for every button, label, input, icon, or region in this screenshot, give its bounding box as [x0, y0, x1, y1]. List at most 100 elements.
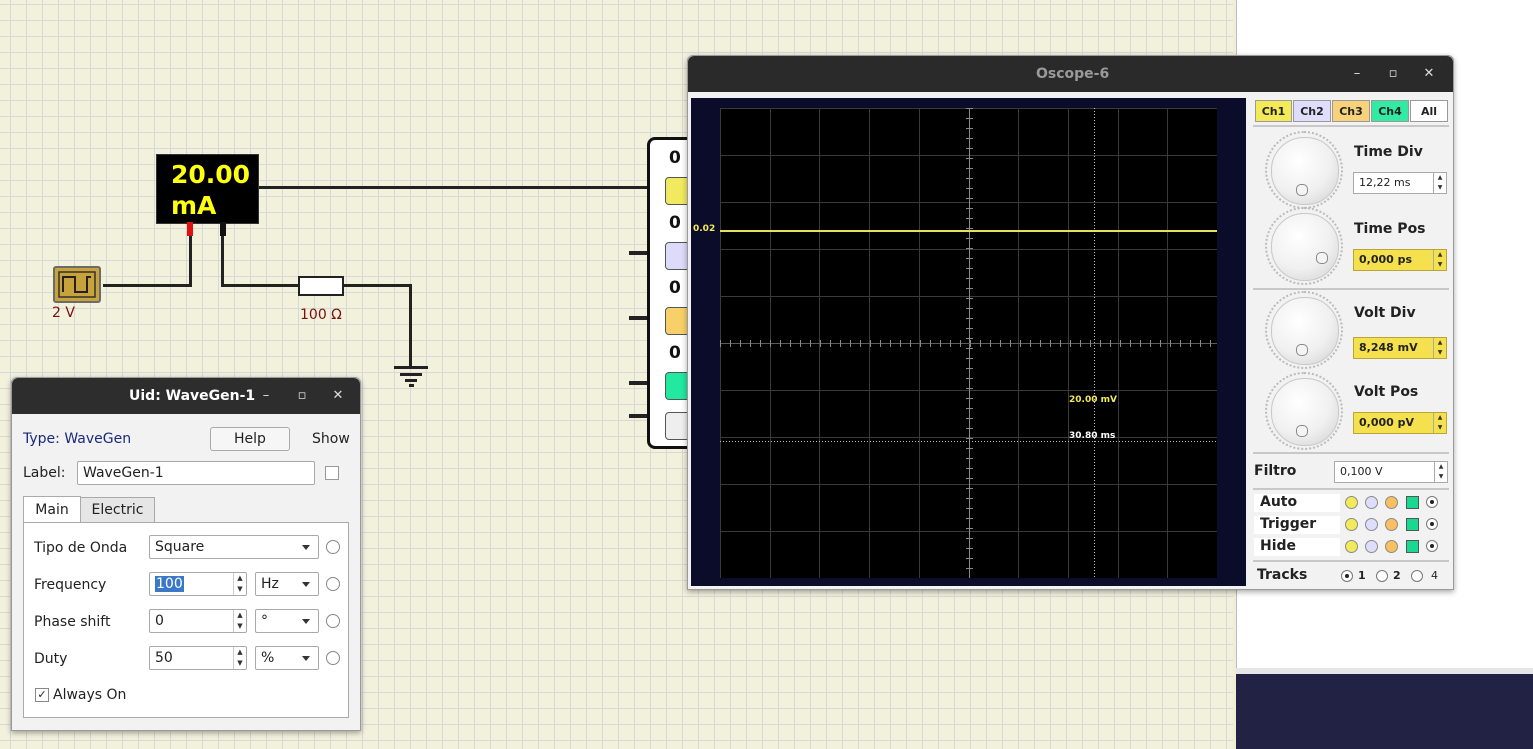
trigger-all-radio[interactable]: [1426, 518, 1438, 530]
hide-ch3-toggle[interactable]: [1385, 540, 1398, 553]
probe-pin[interactable]: [629, 381, 647, 385]
duty-unit-select[interactable]: %: [255, 646, 319, 670]
time-pos-label: Time Pos: [1354, 221, 1426, 237]
phase-shift-input[interactable]: 0 ▲▼: [149, 609, 247, 633]
scope-display[interactable]: 20.00 mV 30.80 ms: [720, 108, 1217, 578]
auto-ch4-toggle[interactable]: [1406, 496, 1419, 509]
auto-all-radio[interactable]: [1426, 496, 1438, 508]
close-icon[interactable]: ✕: [1423, 66, 1435, 81]
window-titlebar[interactable]: Oscope-6 – ▫ ✕: [688, 56, 1453, 92]
tracks-1-radio[interactable]: [1341, 570, 1353, 582]
trigger-ch3-toggle[interactable]: [1385, 518, 1398, 531]
time-div-input[interactable]: 12,22 ms▲▼: [1353, 172, 1447, 194]
ammeter-unit: mA: [171, 191, 217, 220]
volt-div-value: 8,248 mV: [1359, 341, 1418, 354]
frequency-input[interactable]: 100 ▲▼: [149, 572, 247, 596]
auto-ch2-toggle[interactable]: [1365, 496, 1378, 509]
filtro-label: Filtro: [1254, 463, 1297, 479]
tab-ch3[interactable]: Ch3: [1332, 100, 1370, 122]
wave-type-radio[interactable]: [326, 540, 340, 554]
minimize-icon[interactable]: –: [262, 388, 270, 403]
time-pos-input[interactable]: 0,000 ps ▲▼: [1353, 249, 1447, 271]
wire[interactable]: [221, 284, 299, 287]
divider: [1253, 288, 1449, 290]
show-label-checkbox[interactable]: [325, 466, 339, 480]
always-on-checkbox[interactable]: ✓: [35, 688, 49, 702]
window-title: Oscope-6: [1036, 66, 1110, 82]
tab-ch2[interactable]: Ch2: [1293, 100, 1331, 122]
tab-ch4[interactable]: Ch4: [1371, 100, 1409, 122]
label-field[interactable]: WaveGen-1: [77, 461, 315, 485]
phase-shift-radio[interactable]: [326, 614, 340, 628]
spin-arrows-icon[interactable]: ▲▼: [1433, 413, 1446, 433]
ammeter-pin-positive[interactable]: [187, 222, 193, 236]
wire[interactable]: [257, 186, 647, 189]
wire[interactable]: [221, 230, 224, 287]
cursor-time-readout: 30.80 ms: [1069, 431, 1116, 441]
wire[interactable]: [103, 284, 191, 287]
window-title: Uid: WaveGen-1: [129, 388, 256, 404]
auto-row-bg: [1254, 494, 1340, 512]
ground-icon[interactable]: [394, 366, 428, 388]
tab-all[interactable]: All: [1410, 100, 1448, 122]
volt-pos-knob[interactable]: [1271, 378, 1339, 446]
phase-shift-unit-select[interactable]: °: [255, 609, 319, 633]
trigger-ch4-toggle[interactable]: [1406, 518, 1419, 531]
ammeter-pin-negative[interactable]: [220, 222, 226, 236]
tab-ch1[interactable]: Ch1: [1255, 100, 1292, 122]
probe-pin[interactable]: [629, 251, 647, 255]
spin-arrows-icon[interactable]: ▲▼: [233, 610, 246, 632]
auto-ch1-toggle[interactable]: [1345, 496, 1358, 509]
hide-all-radio[interactable]: [1426, 540, 1438, 552]
hide-ch4-toggle[interactable]: [1406, 540, 1419, 553]
wire[interactable]: [409, 284, 412, 368]
volt-div-knob[interactable]: [1271, 297, 1339, 365]
volt-div-input[interactable]: 8,248 mV ▲▼: [1353, 337, 1447, 359]
spin-arrows-icon[interactable]: ▲▼: [233, 647, 246, 669]
window-titlebar[interactable]: Uid: WaveGen-1 – ▫ ✕: [12, 378, 360, 414]
auto-ch3-toggle[interactable]: [1385, 496, 1398, 509]
wire[interactable]: [189, 230, 192, 287]
pane-splitter[interactable]: [1236, 668, 1533, 674]
frequency-unit-select[interactable]: Hz: [255, 572, 319, 596]
auto-label: Auto: [1260, 494, 1298, 510]
time-pos-value: 0,000 ps: [1359, 253, 1413, 266]
help-button[interactable]: Help: [210, 427, 290, 451]
time-div-knob[interactable]: [1271, 137, 1339, 205]
probe-pin[interactable]: [629, 316, 647, 320]
wire[interactable]: [343, 284, 412, 287]
duty-radio[interactable]: [326, 651, 340, 665]
filtro-input[interactable]: 0,100 V▲▼: [1334, 461, 1448, 483]
tab-electric[interactable]: Electric: [81, 497, 155, 523]
probe-pin[interactable]: [629, 414, 647, 418]
volt-pos-value: 0,000 pV: [1359, 416, 1415, 429]
duty-input[interactable]: 50 ▲▼: [149, 646, 247, 670]
spin-arrows-icon[interactable]: ▲▼: [1433, 173, 1446, 193]
spin-arrows-icon[interactable]: ▲▼: [233, 573, 246, 595]
hide-ch1-toggle[interactable]: [1345, 540, 1358, 553]
wavegen-component[interactable]: [53, 266, 101, 303]
hide-ch2-toggle[interactable]: [1365, 540, 1378, 553]
spin-arrows-icon[interactable]: ▲▼: [1434, 462, 1447, 482]
resistor-component[interactable]: [298, 276, 344, 296]
volt-pos-input[interactable]: 0,000 pV ▲▼: [1353, 412, 1447, 434]
spin-arrows-icon[interactable]: ▲▼: [1433, 338, 1446, 358]
spin-arrows-icon[interactable]: ▲▼: [1433, 250, 1446, 270]
tracks-4-radio[interactable]: [1411, 570, 1423, 582]
tracks-2-radio[interactable]: [1376, 570, 1388, 582]
tab-main[interactable]: Main: [23, 496, 81, 523]
trigger-ch1-toggle[interactable]: [1345, 518, 1358, 531]
time-pos-knob[interactable]: [1271, 213, 1339, 281]
ammeter-component[interactable]: 20.00 mA: [156, 154, 259, 224]
knob-scale: [1265, 207, 1343, 285]
tracks-2-label: 2: [1393, 569, 1401, 582]
maximize-icon[interactable]: ▫: [297, 388, 307, 403]
oscope-window: Oscope-6 – ▫ ✕ 0.02 20.00 mV 30.80 ms Ch…: [687, 55, 1454, 590]
minimize-icon[interactable]: –: [1353, 66, 1361, 81]
frequency-radio[interactable]: [326, 577, 340, 591]
wave-type-select[interactable]: Square: [149, 535, 319, 559]
close-icon[interactable]: ✕: [332, 388, 344, 403]
maximize-icon[interactable]: ▫: [1388, 66, 1398, 81]
trigger-ch2-toggle[interactable]: [1365, 518, 1378, 531]
main-tab-panel: Tipo de Onda Square Frequency 100 ▲▼ Hz …: [23, 522, 349, 718]
